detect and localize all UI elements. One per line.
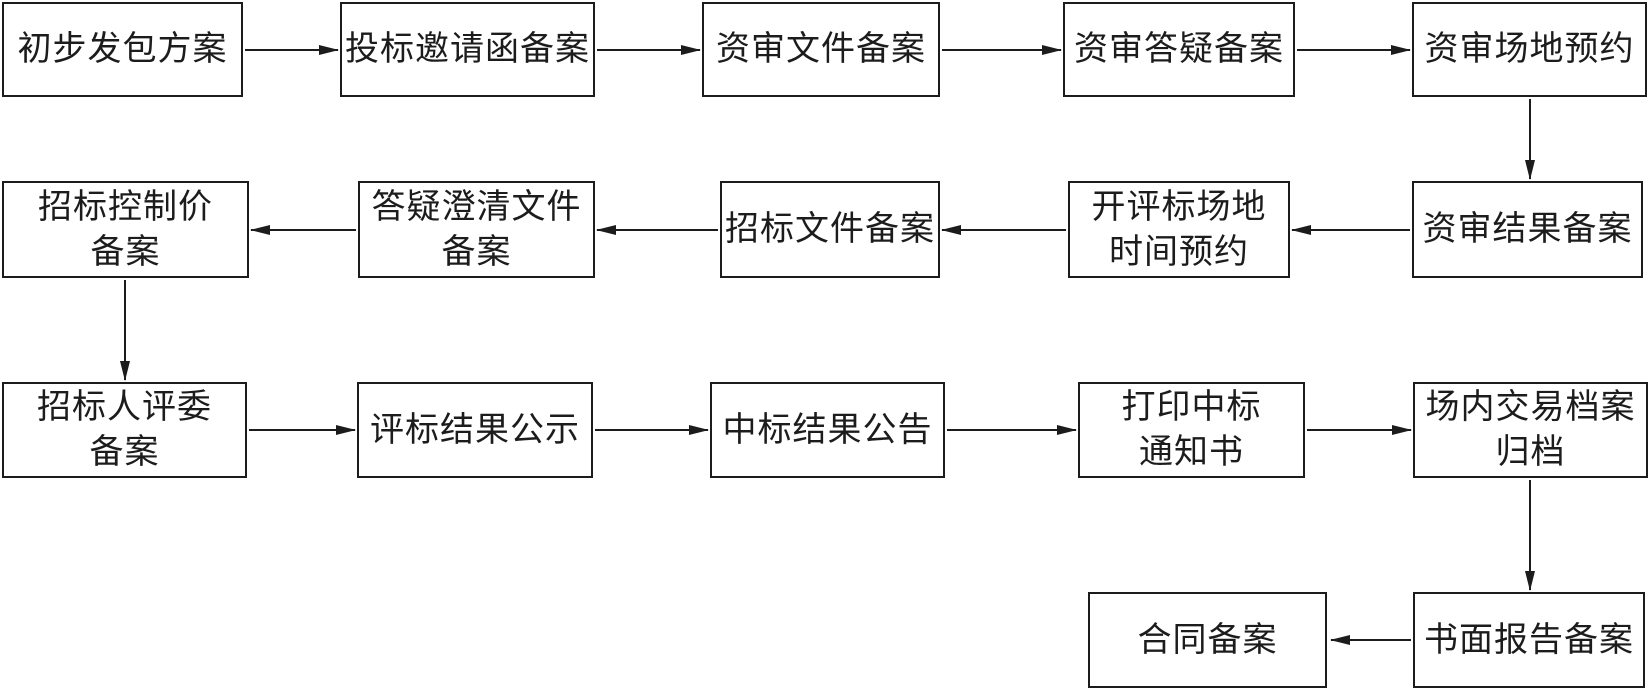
node-winning-result-announcement: 中标结果公告 [710, 382, 945, 478]
node-prequalification-document-filing: 资审文件备案 [702, 2, 940, 97]
node-clarification-document-filing: 答疑澄清文件 备案 [358, 181, 595, 278]
node-prequalification-venue-booking: 资审场地预约 [1412, 2, 1647, 97]
node-written-report-filing: 书面报告备案 [1413, 592, 1645, 688]
node-prequalification-result-filing: 资审结果备案 [1412, 181, 1643, 278]
node-print-winning-notice: 打印中标 通知书 [1078, 382, 1305, 478]
node-evaluation-result-publicity: 评标结果公示 [357, 382, 593, 478]
node-onsite-trading-archive-filing: 场内交易档案 归档 [1413, 382, 1648, 478]
node-bid-opening-venue-time-booking: 开评标场地 时间预约 [1068, 181, 1290, 278]
node-prequalification-qa-filing: 资审答疑备案 [1063, 2, 1295, 97]
node-tenderer-jury-filing: 招标人评委 备案 [2, 382, 247, 478]
node-bid-invitation-letter-filing: 投标邀请函备案 [340, 2, 595, 97]
node-tender-document-filing: 招标文件备案 [720, 181, 940, 278]
node-contract-filing: 合同备案 [1088, 592, 1327, 688]
node-preliminary-package-plan: 初步发包方案 [2, 2, 243, 97]
node-tender-control-price-filing: 招标控制价 备案 [2, 181, 249, 278]
